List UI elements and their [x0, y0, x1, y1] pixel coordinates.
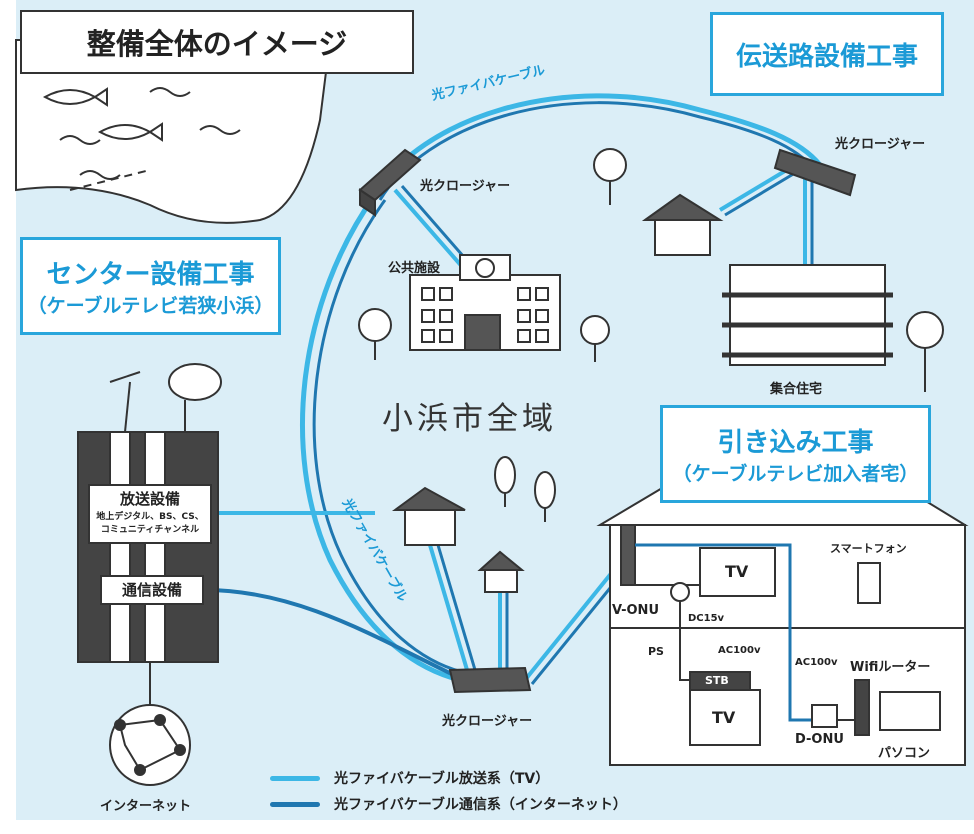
public-building: [409, 254, 561, 351]
closure-label-1: 光クロージャー: [420, 179, 511, 194]
ac-label-2: AC100v: [795, 657, 838, 668]
internet-globe-icon: [109, 704, 191, 786]
sea-area: [15, 39, 332, 224]
stb-label: STB: [705, 674, 729, 687]
broadcast-equipment: 放送設備 地上デジタル、BS、CS、 コミュニティチャンネル: [88, 484, 212, 544]
broadcast-title: 放送設備: [119, 490, 180, 508]
legend-tv: 光ファイバケーブル放送系（TV）: [270, 768, 549, 788]
house: [391, 193, 724, 593]
transmission-title: 伝送路設備工事: [735, 41, 918, 72]
public-building-label: 公共施設: [388, 261, 441, 276]
apartment-building: [722, 264, 893, 366]
dropin-title: 引き込み工事: [717, 428, 874, 458]
legend-tv-label: 光ファイバケーブル放送系（TV）: [334, 771, 550, 787]
tv-label-1: TV: [725, 562, 749, 581]
dropin-subtitle: （ケーブルテレビ加入者宅）: [672, 463, 919, 485]
home-devices: [670, 547, 941, 746]
fish-icon: [42, 87, 163, 142]
dc-label: DC15v: [688, 613, 725, 624]
apartment-label: 集合住宅: [770, 382, 823, 397]
transmission-section-label: 伝送路設備工事: [710, 12, 944, 96]
legend-net-swatch: [270, 801, 320, 807]
communication-title: 通信設備: [121, 581, 182, 599]
broadcast-detail-1: 地上デジタル、BS、CS、: [96, 512, 204, 522]
closure-label-2: 光クロージャー: [835, 137, 926, 152]
optical-closure: [358, 148, 857, 694]
center-subtitle: （ケーブルテレビ若狭小浜）: [27, 295, 274, 317]
broadcast-detail-2: コミュニティチャンネル: [100, 525, 200, 535]
legend-net: 光ファイバケーブル通信系（インターネット）: [270, 794, 627, 814]
region-label: 小浜市全域: [382, 401, 557, 437]
ring-cable: [300, 93, 822, 683]
communication-equipment: 通信設備: [100, 575, 204, 605]
d-onu-label: D-ONU: [795, 732, 844, 747]
legend-net-label: 光ファイバケーブル通信系（インターネット）: [334, 797, 627, 813]
ps-label: PS: [648, 645, 664, 658]
pc-label: パソコン: [878, 746, 931, 761]
wifi-label: Wifiルーター: [850, 660, 931, 675]
trees: [358, 148, 944, 522]
closure-label-3: 光クロージャー: [442, 714, 533, 729]
page-title: 整備全体のイメージ: [20, 10, 414, 74]
v-onu-label: V-ONU: [612, 603, 659, 618]
tv-label-2: TV: [712, 708, 736, 727]
ac-label-1: AC100v: [718, 645, 761, 656]
internet-label: インターネット: [100, 799, 192, 814]
dropin-section-label: 引き込み工事 （ケーブルテレビ加入者宅）: [660, 405, 931, 503]
center-title: センター設備工事: [46, 260, 255, 290]
legend-tv-swatch: [270, 775, 320, 781]
center-section-label: センター設備工事 （ケーブルテレビ若狭小浜）: [20, 237, 281, 335]
branch-cables: [204, 163, 814, 685]
smartphone-label: スマートフォン: [830, 542, 907, 555]
